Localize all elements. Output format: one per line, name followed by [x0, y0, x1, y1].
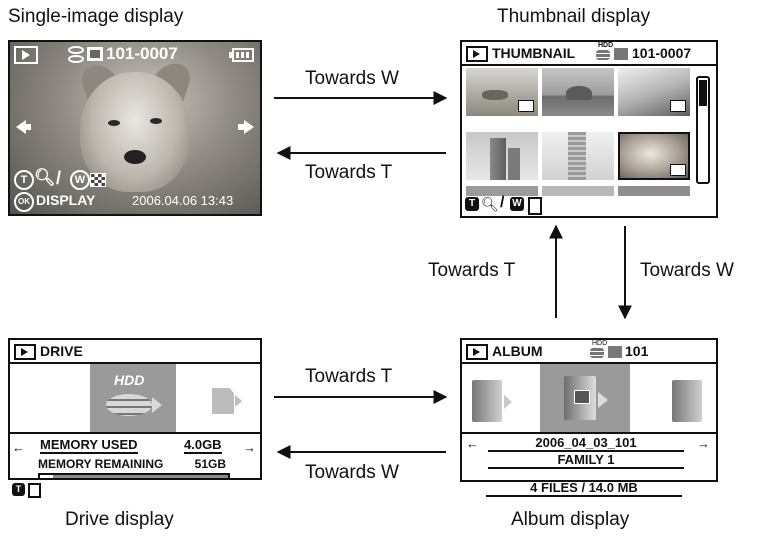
label-thumb-to-album: Towards W: [640, 260, 734, 281]
hdd-drive-label: HDD: [114, 372, 145, 388]
next-arrow-icon[interactable]: [244, 120, 254, 134]
slash-separator: /: [56, 168, 62, 188]
wide-zoom-icon: W: [70, 170, 90, 190]
ok-display-label: DISPLAY: [36, 192, 96, 208]
hdd-stack-icon: [596, 50, 610, 60]
tele-zoom-icon: T: [14, 170, 34, 190]
album-screen: ALBUM HDD 101 ← 2006_04_03_101 → FAMILY …: [460, 338, 718, 482]
previous-arrow-tail: [25, 124, 31, 130]
album-prev-arrow[interactable]: ←: [466, 436, 479, 451]
hdd-badge: HDD: [592, 340, 608, 347]
playback-icon: [466, 46, 488, 62]
hdd-stack-icon: [590, 348, 604, 358]
drive-title: DRIVE: [40, 343, 83, 359]
header-divider: [10, 362, 260, 364]
memory-remaining-label: MEMORY REMAINING: [38, 457, 164, 471]
folder-image-icon: [87, 47, 103, 61]
thumbnail-tile[interactable]: [542, 68, 614, 116]
album-next-arrow[interactable]: →: [697, 436, 710, 451]
sd-card-option[interactable]: [212, 388, 234, 414]
label-drive-to-album: Towards T: [305, 366, 393, 387]
album-book-option[interactable]: [472, 380, 502, 422]
thumbnail-header: THUMBNAIL HDD 101-0007: [462, 42, 716, 64]
playback-icon: [466, 344, 488, 360]
thumbnail-tile[interactable]: [542, 132, 614, 180]
tele-zoom-icon: T: [465, 197, 479, 211]
memory-used-row: ← MEMORY USED 4.0GB →: [12, 436, 258, 455]
memory-used-label: MEMORY USED: [40, 437, 138, 454]
memory-next-arrow[interactable]: →: [243, 440, 256, 455]
folder-image-icon: [614, 48, 628, 60]
album-file-info: 4 FILES / 14.0 MB: [486, 480, 682, 497]
scrollbar-thumb[interactable]: [699, 80, 707, 106]
magnify-icon: 🔍︎: [481, 196, 499, 212]
slash-separator: /: [500, 194, 505, 211]
album-arrow-icon: [504, 395, 512, 409]
thumbnail-tile[interactable]: [618, 186, 690, 196]
ok-button-icon: OK: [14, 192, 34, 212]
thumbnail-tile[interactable]: [466, 132, 538, 180]
album-title-name: FAMILY 1: [488, 452, 684, 469]
folder-image-icon: [608, 346, 622, 358]
header-divider: [462, 362, 716, 364]
dog-eye-right: [150, 118, 162, 124]
header-divider: [462, 64, 716, 66]
thumbnail-screen: THUMBNAIL HDD 101-0007 T 🔍︎ / W: [460, 40, 718, 218]
album-title: ALBUM: [492, 343, 543, 359]
memory-usage-bar: [38, 473, 230, 478]
selected-album-option[interactable]: [540, 364, 630, 432]
thumbnail-title: THUMBNAIL: [492, 45, 576, 61]
memory-usage-fill: [40, 475, 54, 478]
hdd-arrow-icon: [152, 397, 162, 413]
album-book-option[interactable]: [672, 380, 702, 422]
label-album-to-thumb: Towards T: [428, 260, 516, 281]
label-album-to-drive: Towards W: [305, 462, 399, 483]
album-book-icon: [28, 483, 41, 498]
hdd-drive-icon: [68, 46, 84, 63]
previous-arrow-icon[interactable]: [16, 120, 26, 134]
wide-zoom-icon: W: [510, 197, 524, 211]
hdd-drive-option[interactable]: HDD: [90, 364, 176, 432]
label-thumb-to-single: Towards T: [305, 162, 393, 183]
info-divider: [10, 432, 260, 434]
thumbnail-tile[interactable]: [542, 186, 614, 196]
caption-thumbnail-display: Thumbnail display: [497, 6, 651, 27]
magnify-icon: 🔍︎: [34, 168, 56, 187]
thumbnail-tile[interactable]: [618, 132, 690, 180]
label-single-to-thumb: Towards W: [305, 68, 399, 89]
caption-drive-display: Drive display: [65, 509, 174, 530]
single-image-screen: 101-0007 T 🔍︎ / W OK DISPLAY 2006.04.06 …: [8, 40, 262, 216]
sd-arrow-icon: [235, 395, 242, 407]
memory-remaining-row: MEMORY REMAINING 51GB: [38, 456, 234, 474]
playback-icon: [14, 344, 36, 360]
thumbnail-tile[interactable]: [618, 68, 690, 116]
memory-remaining-value: 51GB: [194, 457, 226, 471]
capture-datetime: 2006.04.06 13:43: [132, 193, 234, 208]
scrollbar[interactable]: [696, 76, 710, 184]
caption-single-display: Single-image display: [8, 6, 184, 27]
thumbnail-tile[interactable]: [466, 186, 538, 196]
thumbnail-tile[interactable]: [466, 68, 538, 116]
album-folder-number: 101: [625, 343, 649, 359]
caption-album-display: Album display: [511, 509, 630, 530]
thumbnail-file-number: 101-0007: [632, 45, 692, 61]
album-name: 2006_04_03_101: [488, 435, 684, 452]
info-divider: [462, 432, 716, 434]
drive-screen: DRIVE HDD ← MEMORY USED 4.0GB → MEMORY R…: [8, 338, 262, 480]
next-arrow-tail: [238, 124, 244, 130]
dog-eye-left: [108, 120, 120, 126]
file-number: 101-0007: [106, 44, 178, 63]
dog-nose: [124, 150, 146, 164]
battery-icon: [229, 48, 254, 62]
memory-used-value: 4.0GB: [184, 437, 222, 454]
hdd-disks-icon: [106, 394, 152, 416]
hdd-badge: HDD: [598, 42, 614, 49]
playback-mode-icon: [14, 46, 38, 64]
album-book-icon: [528, 197, 542, 215]
dog-photo: [80, 72, 190, 192]
grid-icon: [90, 173, 106, 187]
memory-prev-arrow[interactable]: ←: [12, 440, 25, 455]
tele-zoom-icon: T: [12, 483, 25, 496]
